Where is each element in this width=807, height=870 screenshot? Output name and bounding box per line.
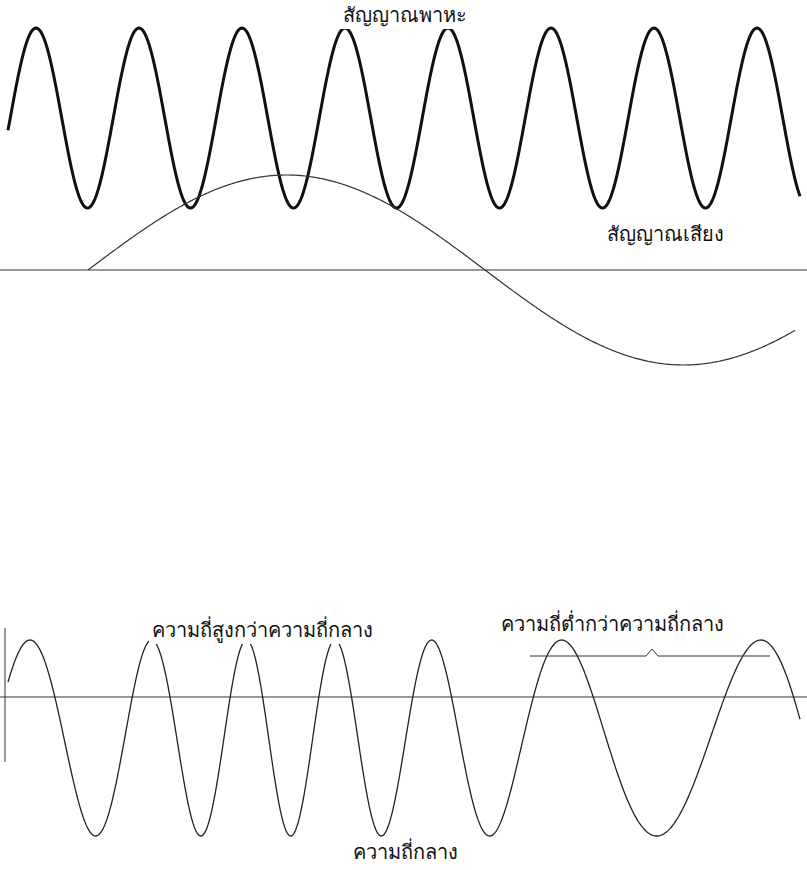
fm-wave (8, 640, 800, 836)
bracket (530, 649, 770, 656)
signal-label: ความถี่สูงกว่าความถี่กลาง (149, 617, 376, 644)
signal-label: ความถี่กลาง (350, 839, 461, 866)
carrier-wave (8, 28, 800, 208)
signal-label: ความถี่ต่ำกว่าความถี่กลาง (498, 611, 727, 638)
fm-axis (0, 697, 807, 698)
audio-wave (88, 175, 795, 365)
signal-label: สัญญาณเสียง (604, 221, 727, 248)
audio-axis (0, 270, 807, 271)
fm-axis-vertical (5, 628, 6, 762)
signal-label: สัญญาณพาหะ (340, 2, 470, 29)
